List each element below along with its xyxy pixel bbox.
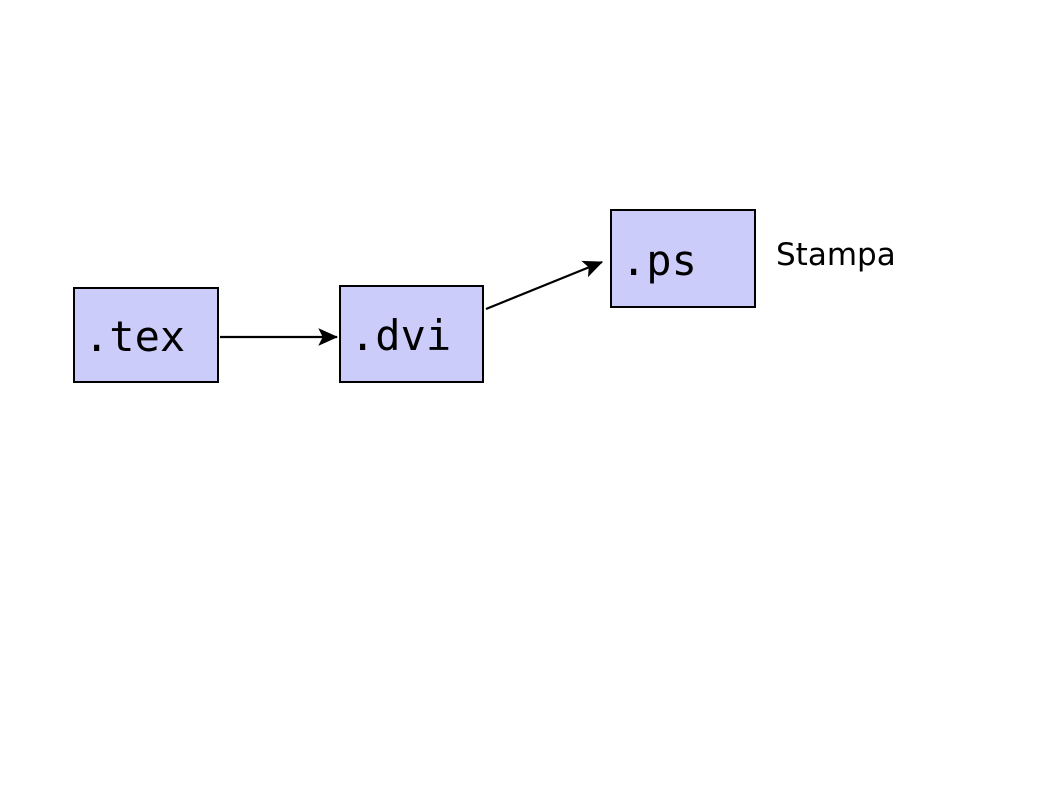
node-ps[interactable]: .ps bbox=[610, 209, 756, 308]
node-dvi-label: .dvi bbox=[350, 311, 452, 360]
edge-dvi-to-ps bbox=[485, 260, 604, 311]
node-tex[interactable]: .tex bbox=[73, 287, 219, 383]
node-tex-label: .tex bbox=[84, 312, 186, 361]
annotation-stampa: Stampa bbox=[776, 237, 896, 273]
node-ps-label: .ps bbox=[621, 235, 697, 285]
node-dvi[interactable]: .dvi bbox=[339, 285, 484, 383]
